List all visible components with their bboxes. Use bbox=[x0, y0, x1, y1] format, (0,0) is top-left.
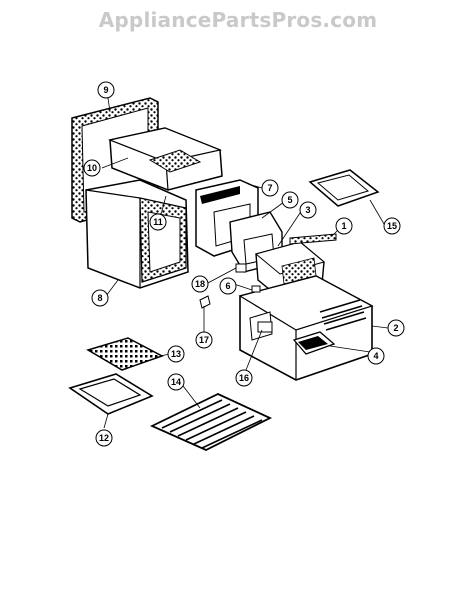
callout-10: 10 bbox=[83, 159, 101, 177]
callout-4-label: 4 bbox=[373, 351, 378, 361]
callout-9: 9 bbox=[97, 81, 115, 99]
callout-12: 12 bbox=[95, 429, 113, 447]
part-1-rod bbox=[289, 233, 337, 245]
callout-2: 2 bbox=[387, 319, 405, 337]
callout-6: 6 bbox=[219, 277, 237, 295]
callout-15: 15 bbox=[383, 217, 401, 235]
callout-8: 8 bbox=[91, 289, 109, 307]
callout-labels: 9 10 11 7 5 3 1 15 18 6 8 17 2 4 16 13 1… bbox=[83, 81, 405, 447]
callout-3: 3 bbox=[299, 201, 317, 219]
callout-3-label: 3 bbox=[305, 205, 310, 215]
leader-lines bbox=[101, 97, 389, 429]
callout-7-label: 7 bbox=[267, 183, 272, 193]
callout-18-label: 18 bbox=[195, 279, 205, 289]
part-10-top-insulation bbox=[107, 127, 223, 191]
part-12-broiler-pan bbox=[68, 373, 154, 415]
callout-10-label: 10 bbox=[87, 163, 97, 173]
callout-11: 11 bbox=[149, 213, 167, 231]
callout-16-label: 16 bbox=[239, 373, 249, 383]
callout-17: 17 bbox=[195, 331, 213, 349]
callout-5-label: 5 bbox=[287, 195, 292, 205]
callout-6-label: 6 bbox=[225, 281, 230, 291]
callout-18: 18 bbox=[191, 275, 209, 293]
part-8-side-insulation bbox=[85, 179, 189, 289]
callout-13-label: 13 bbox=[171, 349, 181, 359]
callout-17-label: 17 bbox=[199, 335, 209, 345]
callout-15-label: 15 bbox=[387, 221, 397, 231]
callout-8-label: 8 bbox=[97, 293, 102, 303]
callout-13: 13 bbox=[167, 345, 185, 363]
watermark-text: AppliancePartsPros.com bbox=[98, 8, 378, 32]
part-14-oven-rack bbox=[149, 393, 273, 451]
callout-9-label: 9 bbox=[103, 85, 108, 95]
part-4-drip-pan bbox=[292, 331, 336, 355]
part-13-broiler-grill bbox=[86, 337, 164, 371]
part-15-tray-frame bbox=[308, 169, 380, 207]
callout-7: 7 bbox=[261, 179, 279, 197]
callout-14-label: 14 bbox=[171, 377, 181, 387]
callout-1-label: 1 bbox=[341, 221, 346, 231]
callout-4: 4 bbox=[367, 347, 385, 365]
callout-5: 5 bbox=[281, 191, 299, 209]
callout-14: 14 bbox=[167, 373, 185, 391]
small-components bbox=[199, 263, 273, 333]
callout-12-label: 12 bbox=[99, 433, 109, 443]
callout-16: 16 bbox=[235, 369, 253, 387]
callout-11-label: 11 bbox=[153, 217, 163, 227]
callout-1: 1 bbox=[335, 217, 353, 235]
callout-2-label: 2 bbox=[393, 323, 398, 333]
